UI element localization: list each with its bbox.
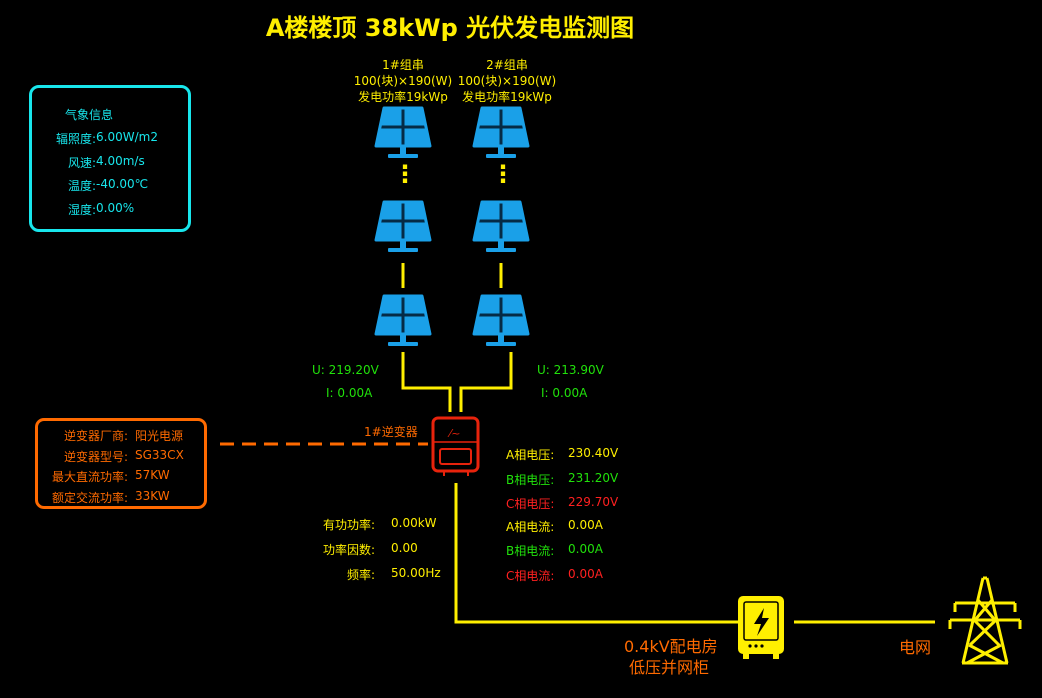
string-name: 1#组串: [382, 58, 424, 72]
string-2-voltage: U: 213.90V: [537, 363, 604, 377]
active-power-label: 有功功率:: [323, 518, 376, 532]
power-factor-value: 0.00: [391, 541, 418, 555]
phase-b-voltage-value: 231.20V: [568, 471, 619, 485]
string-2-ellipsis: ⋮: [491, 160, 515, 188]
inverter-info-value: 阳光电源: [135, 429, 184, 443]
string-1-ellipsis: ⋮: [393, 160, 417, 188]
weather-panel: 气象信息 辐照度: 6.00W/m2 风速: 4.00m/s 温度: -40.0…: [29, 85, 191, 232]
distribution-room-label: 0.4kV配电房: [624, 637, 718, 656]
solar-panel-icon: [472, 200, 530, 254]
inverter-info-value: 33KW: [135, 489, 170, 503]
solar-panel-icon: [374, 106, 432, 160]
string-1-dc-line: [401, 352, 452, 412]
phase-b-current-label: B相电流:: [506, 544, 555, 558]
frequency-value: 50.00Hz: [391, 566, 441, 580]
weather-value: -40.00℃: [96, 177, 149, 191]
solar-panel-icon: [374, 294, 432, 348]
string-2-info: 2#组串 100(块)×190(W) 发电功率19kWp: [452, 57, 562, 105]
string-2-current: I: 0.00A: [541, 386, 588, 400]
phase-c-voltage-value: 229.70V: [568, 495, 619, 509]
grid-label: 电网: [899, 638, 932, 657]
string-spec: 100(块)×190(W): [457, 74, 557, 88]
weather-label: 温度:: [67, 179, 96, 193]
string-power: 发电功率19kWp: [462, 90, 552, 104]
grid-cabinet-icon: [738, 596, 784, 659]
solar-panel-icon: [472, 106, 530, 160]
weather-value: 4.00m/s: [96, 154, 145, 168]
weather-label: 风速:: [67, 156, 96, 170]
phase-a-current-label: A相电流:: [506, 520, 555, 534]
weather-value: 0.00%: [96, 201, 135, 215]
string-1-info: 1#组串 100(块)×190(W) 发电功率19kWp: [348, 57, 458, 105]
weather-title: 气象信息: [65, 108, 114, 122]
ac-output-line: [454, 483, 738, 624]
phase-a-current-value: 0.00A: [568, 518, 603, 532]
phase-a-voltage-value: 230.40V: [568, 446, 619, 460]
string-1-current: I: 0.00A: [326, 386, 373, 400]
inverter-info-value: SG33CX: [135, 448, 184, 462]
inverter-info-label: 逆变器厂商:: [63, 429, 128, 443]
phase-a-voltage-label: A相电压:: [506, 448, 555, 462]
string-spec: 100(块)×190(W): [353, 74, 453, 88]
frequency-label: 频率:: [347, 568, 376, 582]
string-power: 发电功率19kWp: [358, 90, 448, 104]
active-power-value: 0.00kW: [391, 516, 437, 530]
string-2-dc-line: [459, 352, 513, 412]
string-1-voltage: U: 219.20V: [312, 363, 379, 377]
weather-label: 湿度:: [67, 203, 96, 217]
solar-panel-icon: [472, 294, 530, 348]
svg-text:⁄~: ⁄~: [446, 427, 460, 440]
phase-b-current-value: 0.00A: [568, 542, 603, 556]
inverter-info-label: 最大直流功率:: [51, 470, 128, 484]
solar-panel-icon: [374, 200, 432, 254]
page-title: A楼楼顶 38kWp 光伏发电监测图: [265, 14, 635, 42]
power-factor-label: 功率因数:: [323, 543, 376, 557]
inverter-info-label: 额定交流功率:: [51, 491, 128, 505]
weather-label: 辐照度:: [55, 132, 96, 146]
grid-cabinet-label: 低压并网柜: [629, 658, 710, 677]
power-tower-icon: [948, 576, 1022, 665]
inverter-name: 1#逆变器: [364, 425, 418, 439]
phase-c-current-label: C相电流:: [506, 569, 555, 583]
inverter-icon: ⁄~: [431, 416, 480, 476]
string-name: 2#组串: [486, 58, 528, 72]
inverter-info-value: 57KW: [135, 468, 170, 482]
weather-value: 6.00W/m2: [96, 130, 158, 144]
inverter-info-panel: 逆变器厂商: 阳光电源 逆变器型号: SG33CX 最大直流功率: 57KW 额…: [35, 418, 207, 509]
phase-c-current-value: 0.00A: [568, 567, 603, 581]
inverter-info-label: 逆变器型号:: [63, 450, 128, 464]
phase-b-voltage-label: B相电压:: [506, 473, 555, 487]
phase-c-voltage-label: C相电压:: [506, 497, 555, 511]
